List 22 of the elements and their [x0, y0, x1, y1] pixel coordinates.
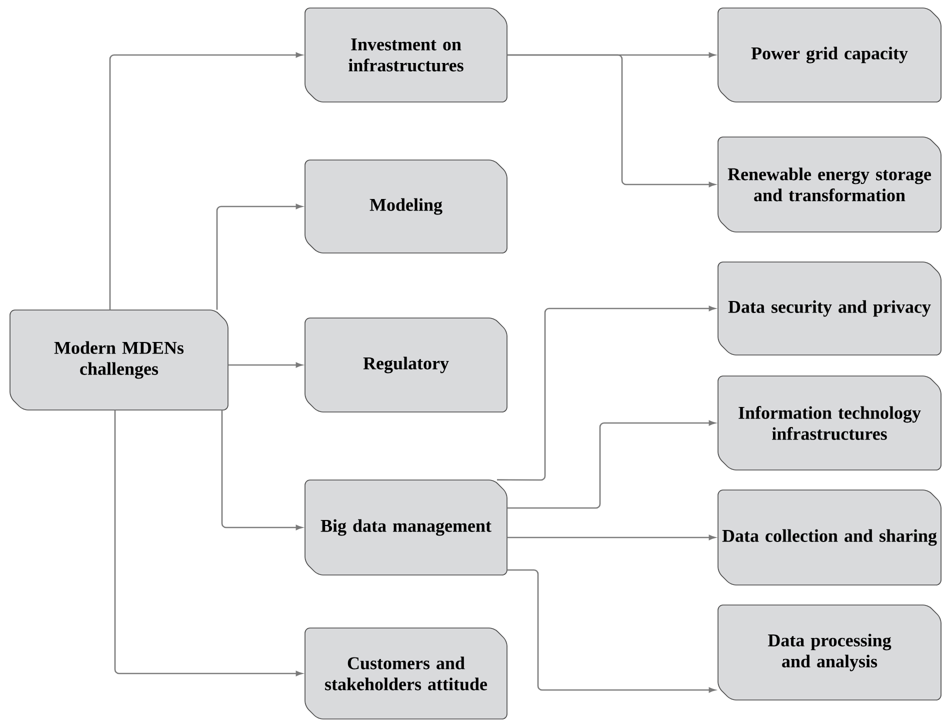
process-box: Power grid capacity	[718, 8, 942, 102]
process-box: Data processing and analysis	[718, 604, 942, 700]
process-box: Modern MDENs challenges	[10, 310, 228, 410]
arrow	[228, 362, 302, 368]
process-box: Regulatory	[304, 318, 508, 412]
process-box: Data collection and sharing	[718, 490, 942, 586]
arrow	[497, 306, 716, 481]
arrow	[216, 204, 302, 310]
arrow	[507, 534, 716, 540]
arrow	[507, 420, 716, 509]
process-box: Renewable energy storage and transformation	[718, 136, 942, 232]
arrow	[507, 54, 716, 188]
process-box: Investment on infrastructures	[304, 8, 508, 102]
process-box: Information technology infrastructures	[718, 376, 942, 470]
arrow	[507, 569, 716, 693]
process-box: Big data management	[304, 480, 508, 576]
process-box: Modeling	[304, 160, 508, 254]
arrow	[114, 410, 302, 676]
arrow	[109, 52, 302, 310]
arrow	[221, 410, 302, 530]
process-box: Customers and stakeholders attitude	[304, 628, 508, 720]
process-box: Data security and privacy	[718, 262, 942, 356]
